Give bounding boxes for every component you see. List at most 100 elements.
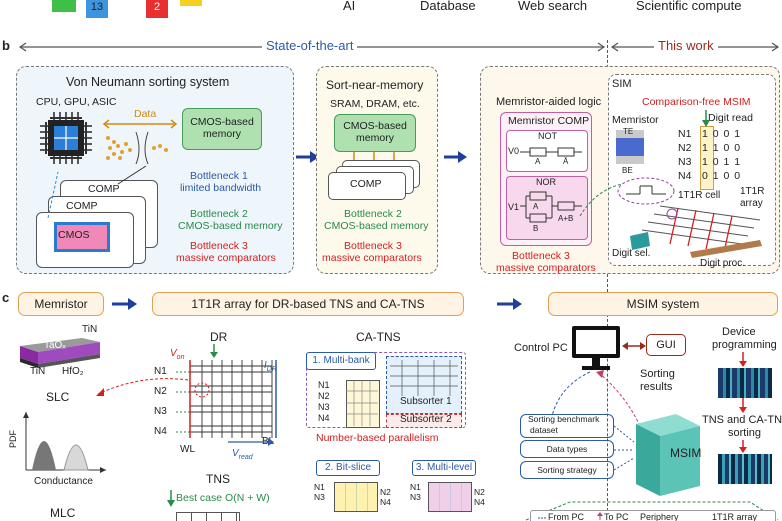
memristor-logic-title: Memristor-aided logic — [496, 96, 602, 108]
tin-top-label: TiN — [82, 324, 98, 335]
vread-sub: read — [238, 454, 253, 461]
near-cmos-memory-block — [334, 114, 416, 152]
this-work-label: This work — [654, 38, 718, 53]
sim-row-name: N4 — [678, 170, 692, 182]
benchmark-label-2: dataset — [530, 425, 558, 435]
inputs-to-msim-arrows — [613, 425, 635, 471]
sim-row-name: N3 — [678, 156, 692, 168]
dr-crossbar — [176, 344, 277, 438]
flow-arrow-2 — [444, 151, 467, 163]
msim-cube-icon — [636, 414, 700, 496]
bs-n3: N3 — [314, 492, 325, 502]
ca-tns-bank-grid — [346, 380, 378, 426]
legend-box — [530, 510, 776, 521]
not-label: NOT — [538, 131, 557, 141]
taox-label: TaOₓ — [44, 340, 66, 351]
data-label: Data — [134, 108, 157, 120]
mlc-label: MLC — [50, 506, 76, 520]
sim-row-name: N2 — [678, 142, 692, 154]
ml-n1: N1 — [410, 482, 421, 492]
sim-row-bits: 1 1 0 0 — [702, 142, 742, 154]
sim-row-bits: 1 0 0 1 — [702, 128, 742, 140]
device-prog-arrow — [739, 352, 747, 367]
von-v: V — [170, 348, 177, 359]
te-label: TE — [623, 127, 634, 136]
subsorter2-box — [386, 414, 462, 428]
nor-label: NOR — [536, 177, 556, 187]
cmos-chip — [54, 222, 110, 252]
slc-distribution-plot — [23, 412, 106, 473]
legend-periphery: Periphery — [640, 512, 679, 521]
tns-label: TNS — [206, 472, 230, 486]
sorting-strategy-box: Sorting strategy — [520, 461, 614, 479]
tns-grid — [176, 512, 240, 521]
memristor-label: Memristor — [612, 114, 659, 126]
ml-n4: N4 — [474, 497, 485, 507]
tns-sorting-2: sorting — [728, 427, 762, 439]
label-web-search: Web search — [518, 0, 588, 13]
subsorter1-crossbar — [390, 360, 458, 396]
te-layer — [616, 130, 644, 138]
slc-label: SLC — [46, 390, 70, 404]
array-label-1: 1T1R — [740, 186, 765, 197]
near-memory-subtitle: SRAM, DRAM, etc. — [330, 98, 420, 110]
green-tile — [52, 0, 76, 12]
sim-row-bits: 1 0 1 1 — [702, 156, 742, 168]
sim-box — [608, 74, 776, 266]
device-to-array-link — [96, 378, 189, 396]
not-a-label: A — [535, 157, 541, 166]
programmed-map-2 — [718, 454, 772, 484]
dr-row-label: N2 — [154, 386, 167, 397]
cpu-chip-icon — [40, 112, 92, 164]
logic-bottleneck3-desc: massive comparators — [496, 262, 596, 274]
device-prog-1: Device — [722, 326, 756, 338]
sorting-results-2: results — [640, 381, 673, 393]
msim-title: Comparison-free MSIM — [642, 96, 751, 108]
logic-to-sim-link — [579, 183, 623, 217]
label-ai: AI — [343, 0, 356, 13]
dr-row-label: N1 — [154, 366, 167, 377]
nor-b-label: B — [533, 224, 539, 233]
bs-n4: N4 — [380, 497, 391, 507]
pill-arrow-2 — [497, 298, 522, 310]
cmos-memory-label: CMOS-based memory — [190, 116, 254, 140]
nor-aplusb-label: A+B — [558, 214, 574, 223]
comp-link-line — [47, 165, 147, 219]
digit-read-label: Digit read — [708, 112, 753, 124]
ml-n2: N2 — [474, 487, 485, 497]
dr-title: DR — [210, 330, 228, 344]
sorting-results-1: Sorting — [640, 368, 675, 380]
benchmark-box — [520, 414, 614, 438]
tns-sorting-1: TNS and CA-TNS — [702, 414, 782, 426]
von-label: Von — [170, 348, 184, 361]
wl-label: WL — [180, 444, 195, 455]
flow-arrow-1 — [296, 151, 319, 163]
data-bus-icon — [102, 119, 178, 165]
near-bottleneck3-title: Bottleneck 3 — [344, 240, 402, 252]
von-neumann-title: Von Neumann sorting system — [66, 75, 230, 89]
legend-bracket — [525, 501, 779, 521]
msim-pill: MSIM system — [548, 292, 778, 316]
memristor-device-icon — [20, 338, 100, 368]
memristor-pill: Memristor — [18, 292, 104, 316]
v0-label: V0 — [508, 146, 520, 156]
pc-gui-arrow — [622, 342, 646, 350]
bottleneck2-desc: CMOS-based memory — [178, 220, 283, 232]
bit-slice-grid — [334, 482, 378, 512]
cpu-label: CPU, GPU, ASIC — [36, 96, 117, 108]
bs-n1: N1 — [314, 482, 325, 492]
panel-b-letter: b — [2, 38, 10, 53]
near-bottleneck3-desc: massive comparators — [322, 252, 422, 264]
ca-row-label: N1 — [318, 380, 330, 390]
array-label-2: array — [740, 198, 763, 209]
ca-row-label: N4 — [318, 413, 330, 423]
sim-row-bits: 0 1 0 0 — [702, 170, 742, 182]
label-database: Database — [420, 0, 476, 13]
bs-n2: N2 — [380, 487, 391, 497]
ca-row-label: N3 — [318, 402, 330, 412]
logic-bottleneck3-title: Bottleneck 3 — [512, 250, 570, 262]
v1-label: V1 — [508, 202, 520, 212]
digit-read-column — [700, 126, 714, 190]
msim-cube-label: MSIM — [670, 446, 702, 460]
